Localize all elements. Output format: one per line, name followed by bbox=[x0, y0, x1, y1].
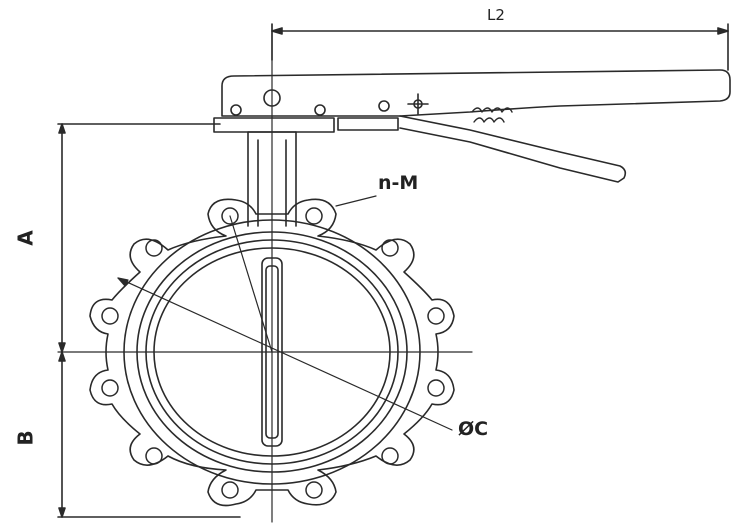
l2-dimension bbox=[271, 23, 729, 71]
n-m-label: n-M bbox=[378, 172, 419, 194]
dia-c-leader bbox=[117, 277, 453, 431]
valve-body bbox=[89, 198, 455, 507]
a-label: A bbox=[13, 230, 38, 246]
valve-neck bbox=[247, 131, 297, 227]
n-m-leader bbox=[229, 195, 377, 353]
lever-handle bbox=[213, 69, 731, 183]
dia-c-label: ØC bbox=[458, 418, 489, 440]
a-b-dimension bbox=[57, 123, 241, 518]
l2-label: L2 bbox=[487, 6, 505, 24]
bolt-holes bbox=[101, 207, 445, 499]
b-label: B bbox=[13, 430, 38, 446]
